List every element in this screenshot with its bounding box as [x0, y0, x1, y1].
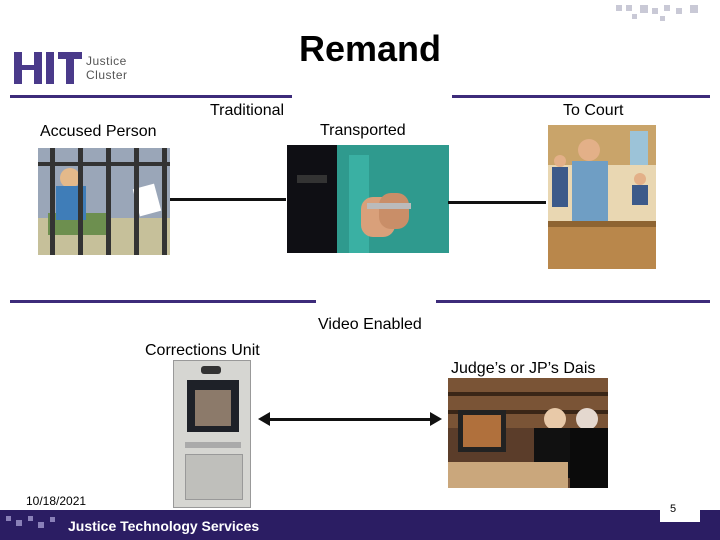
to-court-label: To Court — [563, 102, 624, 119]
slide-date: 10/18/2021 — [26, 494, 87, 508]
video-enabled-label: Video Enabled — [318, 316, 422, 333]
handcuffed-prisoner-photo — [287, 145, 449, 253]
judge-dais-photo — [448, 378, 608, 488]
logo-line2: Cluster — [86, 68, 128, 82]
arrow-transported-to-court — [448, 201, 546, 204]
footer-bar — [0, 510, 720, 540]
page-number: 5 — [670, 503, 677, 515]
jail-cell-illustration — [38, 148, 170, 255]
logo-line1: Justice — [86, 54, 127, 68]
transported-label: Transported — [320, 122, 406, 139]
corrections-unit-label: Corrections Unit — [145, 342, 260, 359]
traditional-label: Traditional — [210, 102, 285, 119]
arrow-accused-to-transported — [170, 198, 286, 201]
video-kiosk-photo — [165, 358, 258, 508]
accused-person-label: Accused Person — [40, 123, 157, 140]
hit-justice-cluster-logo: Justice Cluster — [14, 52, 134, 88]
judges-dais-label: Judge’s or JP’s Dais — [451, 360, 596, 377]
courtroom-illustration — [548, 125, 656, 269]
footer-org-name: Justice Technology Services — [68, 518, 260, 534]
slide-title: Remand — [298, 28, 442, 69]
